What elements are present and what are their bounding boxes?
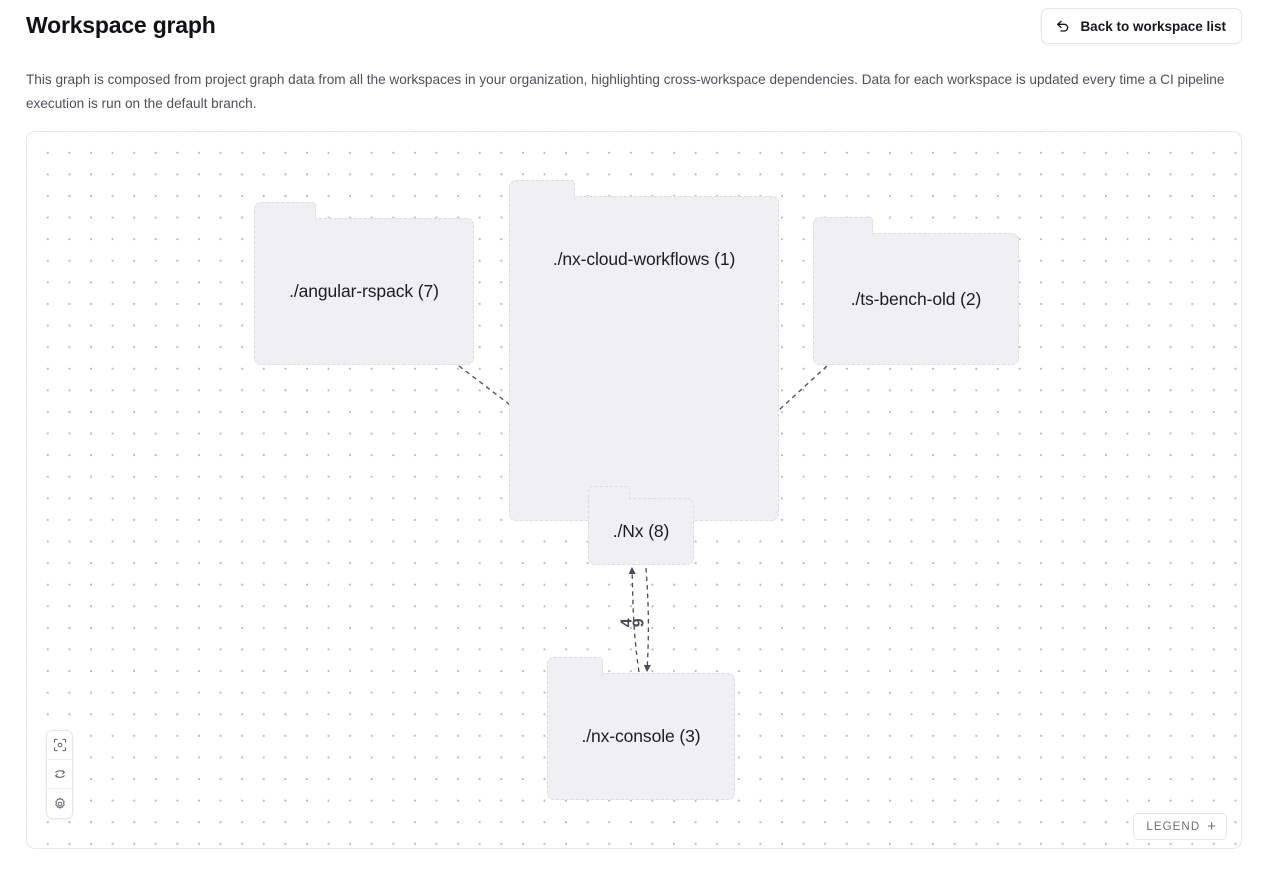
refresh-loop-icon [53, 767, 67, 781]
refresh-graph-button[interactable] [47, 760, 72, 789]
folder-tab-icon [508, 180, 575, 199]
page-description: This graph is composed from project grap… [26, 71, 1225, 111]
graph-controls [46, 730, 73, 819]
focus-target-icon [53, 738, 67, 752]
focus-graph-button[interactable] [47, 731, 72, 760]
graph-node-nx-cloud-workflows[interactable]: ./nx-cloud-workflows (1) [508, 180, 779, 521]
folder-tab-icon [812, 217, 873, 236]
legend-toggle[interactable]: LEGEND + [1133, 813, 1227, 840]
folder-tab-icon [253, 202, 316, 221]
back-to-workspace-list-button[interactable]: Back to workspace list [1041, 8, 1242, 44]
graph-node-label: ./nx-cloud-workflows (1) [552, 249, 736, 269]
back-button-label: Back to workspace list [1080, 18, 1226, 34]
graph-node-label: ./Nx (8) [612, 521, 670, 541]
plus-icon: + [1207, 818, 1216, 835]
legend-label: LEGEND [1146, 820, 1201, 833]
edge-nx-to-nx-console [643, 567, 651, 673]
page-header: Workspace graph Back to workspace list [26, 8, 1242, 44]
graph-node-label: ./nx-console (3) [581, 726, 701, 746]
graph-node-nx-console[interactable]: ./nx-console (3) [546, 657, 735, 800]
page-title: Workspace graph [26, 12, 216, 38]
edge-label-nx-console-to-nx: 4 [618, 618, 636, 628]
graph-canvas[interactable]: 26 6 4 9 ./angular-rspack (7) ./nx-cloud… [26, 131, 1242, 849]
graph-node-label: ./angular-rspack (7) [289, 281, 439, 301]
graph-settings-button[interactable] [47, 789, 72, 818]
folder-tab-icon [546, 657, 603, 676]
folder-tab-icon [587, 486, 630, 501]
graph-node-angular-rspack[interactable]: ./angular-rspack (7) [253, 202, 474, 365]
gear-icon [53, 797, 67, 811]
graph-node-ts-bench-old[interactable]: ./ts-bench-old (2) [812, 217, 1019, 365]
edge-label-nx-to-nx-console: 9 [630, 618, 648, 628]
graph-node-label: ./ts-bench-old (2) [850, 288, 982, 309]
back-arrow-icon [1055, 18, 1071, 34]
edge-nx-console-to-nx [628, 566, 640, 673]
graph-node-nx[interactable]: ./Nx (8) [587, 486, 694, 565]
